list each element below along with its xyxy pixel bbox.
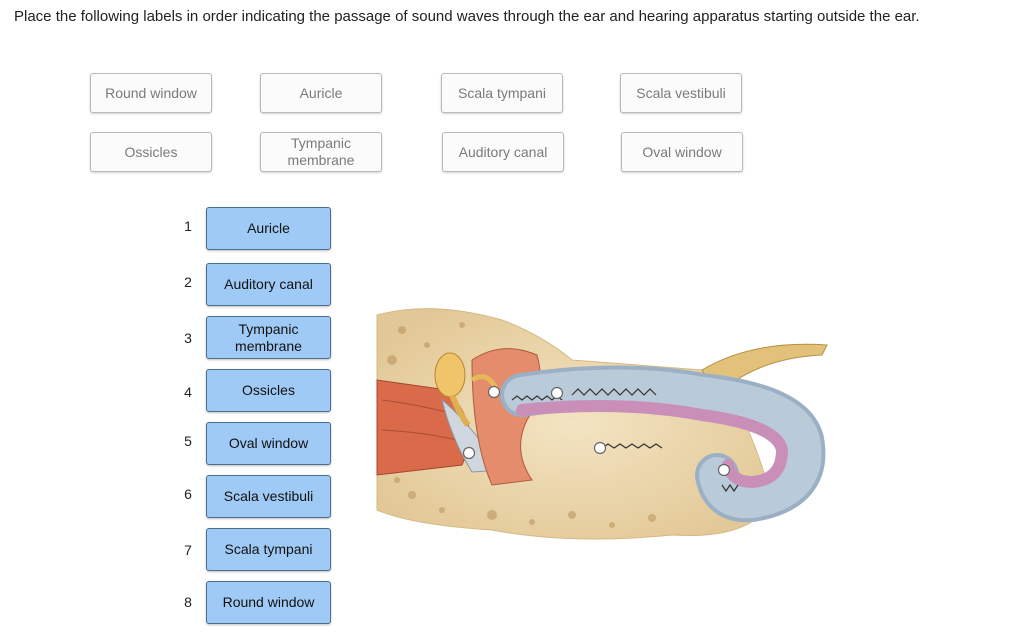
slot-5-tile[interactable]: Oval window (206, 422, 331, 465)
bank-tile-scala-vestibuli[interactable]: Scala vestibuli (620, 73, 742, 113)
slot-6-tile[interactable]: Scala vestibuli (206, 475, 331, 518)
slot-4-tile[interactable]: Ossicles (206, 369, 331, 412)
slot-number: 8 (184, 594, 192, 610)
slot-number: 2 (184, 274, 192, 290)
hotspot-marker (487, 385, 501, 399)
ear-cochlea-illustration (376, 308, 828, 540)
hotspot-marker (717, 463, 731, 477)
bank-tile-ossicles[interactable]: Ossicles (90, 132, 212, 172)
slot-8-tile[interactable]: Round window (206, 581, 331, 624)
hotspot-marker (462, 446, 476, 460)
bank-tile-scala-tympani[interactable]: Scala tympani (441, 73, 563, 113)
slot-3-tile[interactable]: Tympanic membrane (206, 316, 331, 359)
hotspot-marker (593, 441, 607, 455)
slot-number: 5 (184, 433, 192, 449)
bank-tile-oval-window[interactable]: Oval window (621, 132, 743, 172)
bank-tile-round-window[interactable]: Round window (90, 73, 212, 113)
slot-2-tile[interactable]: Auditory canal (206, 263, 331, 306)
slot-number: 1 (184, 218, 192, 234)
bank-tile-auditory-canal[interactable]: Auditory canal (442, 132, 564, 172)
bank-tile-auricle[interactable]: Auricle (260, 73, 382, 113)
slot-7-tile[interactable]: Scala tympani (206, 528, 331, 571)
slot-number: 7 (184, 542, 192, 558)
slot-number: 3 (184, 330, 192, 346)
slot-1-tile[interactable]: Auricle (206, 207, 331, 250)
bank-tile-tympanic-membrane[interactable]: Tympanic membrane (260, 132, 382, 172)
slot-number: 4 (184, 384, 192, 400)
question-text: Place the following labels in order indi… (14, 8, 920, 25)
slot-number: 6 (184, 486, 192, 502)
hotspot-marker (550, 386, 564, 400)
